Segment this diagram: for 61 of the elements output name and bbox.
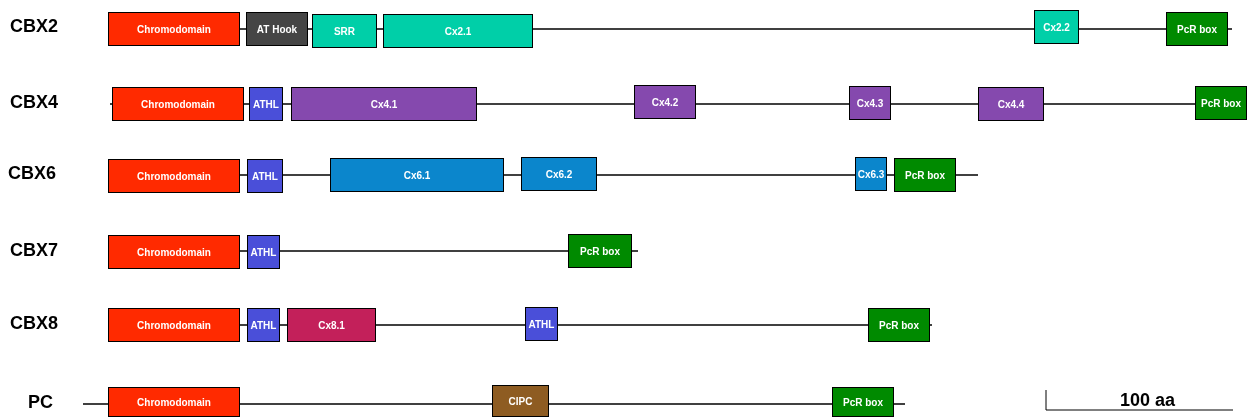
domain-box: PcR box [894,158,956,192]
domain-box: SRR [312,14,377,48]
backbone-line [1043,103,1196,105]
backbone-line [890,103,979,105]
domain-box: Cx6.2 [521,157,597,191]
domain-box: Chromodomain [108,159,240,193]
backbone-line [239,250,248,252]
domain-box: ATHL [247,159,283,193]
domain-box: Cx4.3 [849,86,891,120]
domain-box: PcR box [832,387,894,417]
protein-name: PC [28,392,53,413]
backbone-line [239,324,248,326]
domain-box: Cx2.1 [383,14,533,48]
backbone-line [532,28,1035,30]
protein-name: CBX8 [10,313,58,334]
domain-box: Cx4.4 [978,87,1044,121]
backbone-line [596,174,856,176]
backbone-line [243,103,250,105]
protein-name: CBX4 [10,92,58,113]
backbone-line [503,174,522,176]
domain-box: Cx4.2 [634,85,696,119]
domain-box: Chromodomain [108,308,240,342]
backbone-line [307,28,313,30]
domain-box: PcR box [1195,86,1247,120]
backbone-line [239,403,493,405]
backbone-line [1078,28,1167,30]
backbone-line [557,324,869,326]
backbone-line [548,403,833,405]
domain-box: PcR box [568,234,632,268]
domain-box: Chromodomain [112,87,244,121]
backbone-line [476,103,635,105]
domain-box: ATHL [249,87,283,121]
backbone-line [282,103,292,105]
protein-name: CBX7 [10,240,58,261]
backbone-line [376,28,384,30]
backbone-line [279,324,288,326]
backbone-line [695,103,850,105]
backbone-line [239,174,248,176]
protein-name: CBX6 [8,163,56,184]
domain-box: Cx6.3 [855,157,887,191]
domain-box: ATHL [247,235,280,269]
domain-box: ATHL [247,308,280,342]
backbone-line [279,250,569,252]
domain-box: Chromodomain [108,387,240,417]
domain-box: PcR box [868,308,930,342]
backbone-line [886,174,895,176]
domain-box: PcR box [1166,12,1228,46]
domain-box: CIPC [492,385,549,417]
domain-box: Cx6.1 [330,158,504,192]
domain-box: Chromodomain [108,235,240,269]
protein-name: CBX2 [10,16,58,37]
domain-box: ATHL [525,307,558,341]
backbone-line [239,28,247,30]
backbone-line [375,324,526,326]
domain-box: Cx8.1 [287,308,376,342]
domain-box: AT Hook [246,12,308,46]
backbone-line [282,174,331,176]
domain-box: Chromodomain [108,12,240,46]
domain-box: Cx4.1 [291,87,477,121]
domain-box: Cx2.2 [1034,10,1079,44]
scale-label: 100 aa [1120,390,1176,411]
